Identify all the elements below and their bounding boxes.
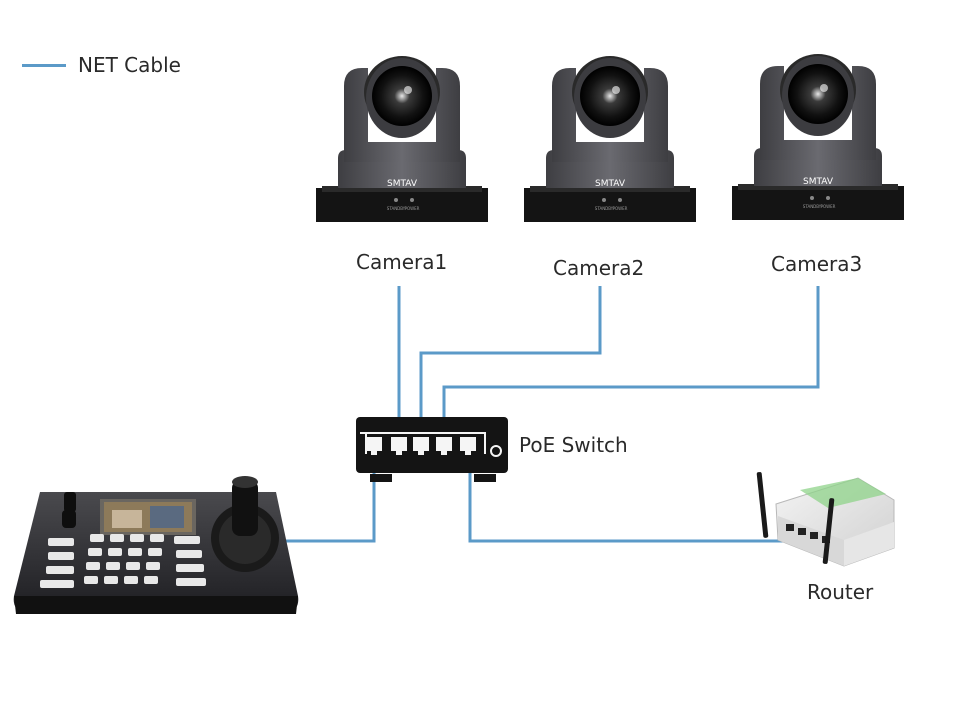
camera-2: SMTAV STANDBY POWER [524, 56, 696, 222]
camera-2-power-text: POWER [613, 206, 628, 211]
cable-camera2 [419, 286, 602, 448]
camera-3-power-text: POWER [821, 204, 836, 209]
keyboard-controller [13, 476, 299, 614]
camera-1-label: Camera1 [356, 250, 448, 274]
camera-1: SMTAV STANDBY POWER [316, 56, 488, 222]
camera-3-label: Camera3 [771, 252, 863, 276]
poe-switch-label: PoE Switch [519, 433, 628, 457]
router-label: Router [807, 580, 874, 604]
camera-2-standby-text: STANDBY [595, 206, 614, 211]
poe-switch [356, 417, 508, 482]
legend-line-swatch [22, 64, 66, 67]
camera-1-brand: SMTAV [387, 179, 418, 189]
camera-2-label: Camera2 [553, 256, 645, 280]
switch-led [490, 445, 502, 457]
legend-label: NET Cable [78, 53, 181, 77]
camera-2-brand: SMTAV [595, 179, 626, 189]
camera-3: SMTAV STANDBY POWER [732, 54, 904, 220]
camera-1-power-text: POWER [405, 206, 420, 211]
cable-router [468, 452, 808, 543]
camera-1-standby-text: STANDBY [387, 206, 406, 211]
camera-3-standby-text: STANDBY [803, 204, 822, 209]
router [756, 472, 895, 567]
camera-3-brand: SMTAV [803, 177, 834, 187]
net-cables [282, 286, 820, 543]
